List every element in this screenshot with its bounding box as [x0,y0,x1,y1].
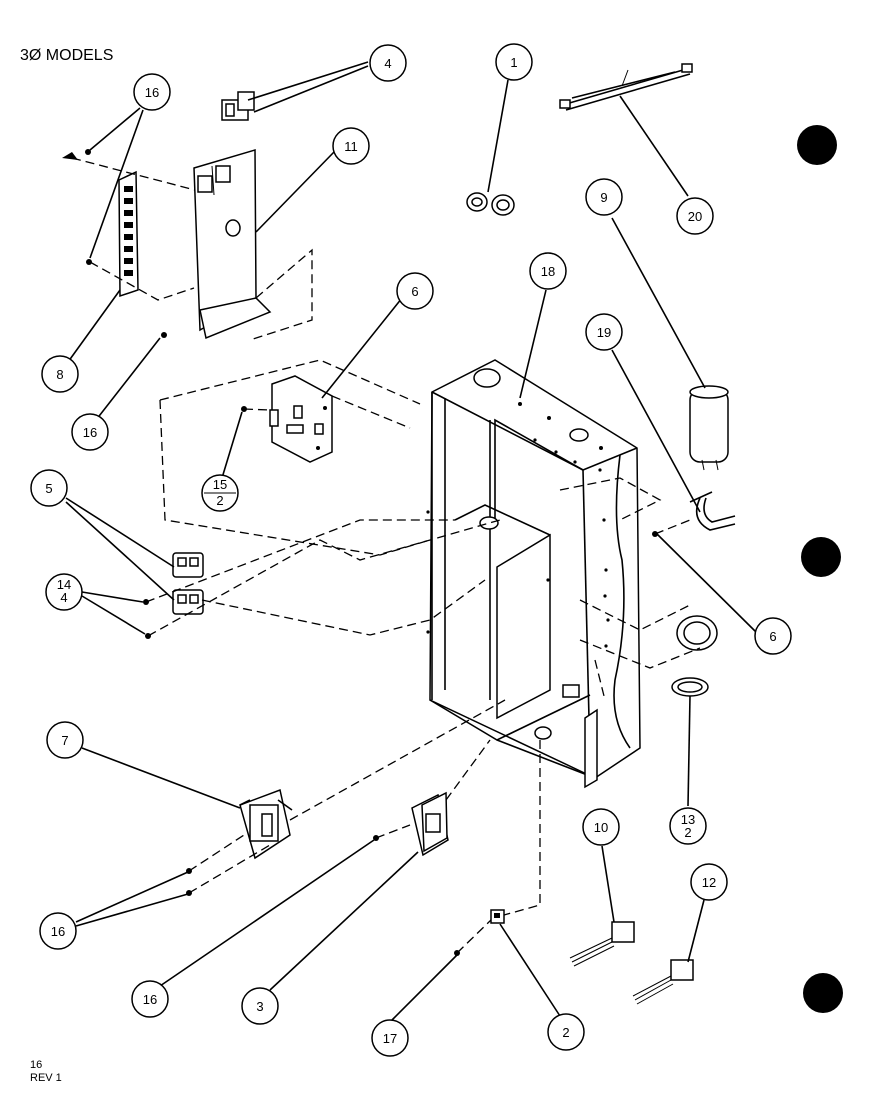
callout-11: 11 [332,127,370,165]
svg-text:16: 16 [83,425,97,440]
svg-text:13: 13 [681,812,695,827]
callout-8: 8 [41,355,79,393]
callout-12: 12 [690,863,728,901]
part-19-capacitor-strap [689,491,736,531]
part-10-transformer [569,921,635,967]
svg-text:20: 20 [688,209,702,224]
punch-hole-bottom [803,973,843,1013]
callout-9: 9 [585,178,623,216]
svg-text:14: 14 [57,577,71,592]
callout-4: 4 [369,44,407,82]
part-1-bushings [466,192,515,216]
callout-19: 19 [585,313,623,351]
svg-text:11: 11 [344,139,358,154]
control-box-housing [426,359,641,789]
svg-text:6: 6 [411,284,418,299]
callout-16-bottom: 16 [131,980,169,1018]
part-5-relays [172,552,204,615]
svg-text:2: 2 [562,1025,569,1040]
callout-6-right: 6 [754,617,792,655]
part-4-terminal-block [221,91,255,121]
part-6-control-board [269,375,333,463]
svg-text:9: 9 [600,190,607,205]
callout-5: 5 [30,469,68,507]
callout-2: 2 [547,1013,585,1051]
callout-3: 3 [241,987,279,1025]
svg-text:4: 4 [384,56,391,71]
svg-text:16: 16 [143,992,157,1007]
callout-leader-lines [65,61,757,1021]
callout-20: 20 [676,197,714,235]
part-9-capacitor [689,385,729,471]
svg-text:16: 16 [51,924,65,939]
callout-15: 15 2 [201,474,239,512]
part-12-transformer [632,959,694,1005]
svg-text:17: 17 [383,1031,397,1046]
svg-text:6: 6 [769,629,776,644]
svg-text:12: 12 [702,875,716,890]
svg-text:3: 3 [256,999,263,1014]
part-7-contactor [239,788,293,860]
svg-text:2: 2 [684,825,691,840]
callout-13: 13 2 [669,807,707,845]
page-title: 3Ø MODELS [20,47,113,64]
part-2-switch [490,909,505,924]
part-11-mounting-bracket [193,148,272,340]
svg-text:2: 2 [216,493,223,508]
assembly-guide-lines [71,157,701,954]
part-8-terminal-strip [118,170,139,298]
callout-16-bottom-left: 16 [39,912,77,950]
callout-10: 10 [582,808,620,846]
callout-17: 17 [371,1019,409,1057]
callout-14: 14 4 [45,573,83,611]
callout-1: 1 [495,43,533,81]
svg-text:1: 1 [510,55,517,70]
svg-text:15: 15 [213,477,227,492]
callout-7: 7 [46,721,84,759]
svg-text:19: 19 [597,325,611,340]
callout-6-board: 6 [396,272,434,310]
svg-text:18: 18 [541,264,555,279]
revision-label: REV 1 [30,1072,62,1084]
svg-text:5: 5 [45,481,52,496]
svg-text:8: 8 [56,367,63,382]
callout-16-left: 16 [71,413,109,451]
callout-18: 18 [529,252,567,290]
punch-hole-middle [801,537,841,577]
punch-hole-top [797,125,837,165]
svg-text:16: 16 [145,85,159,100]
part-13-gaskets [671,615,718,697]
page-number: 16 [30,1059,42,1071]
svg-text:10: 10 [594,820,608,835]
part-3-relay-board [411,791,449,857]
part-20-wire-harness [559,63,693,111]
svg-text:4: 4 [60,590,67,605]
svg-text:7: 7 [61,733,68,748]
callout-16-top: 16 [133,73,171,111]
